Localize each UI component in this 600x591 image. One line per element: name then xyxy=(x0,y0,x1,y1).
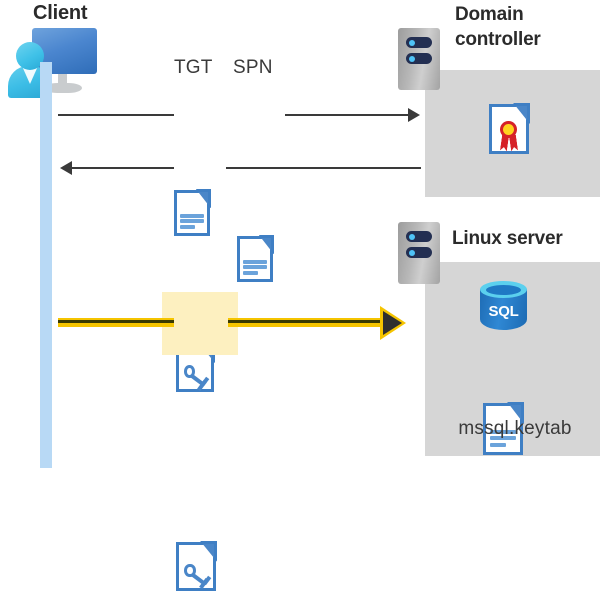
diagram-canvas: Client Domain controller Linux server SQ… xyxy=(8,2,600,591)
sql-database-icon: SQL xyxy=(480,281,527,338)
response-arrow-line-left xyxy=(72,167,174,169)
client-title: Client xyxy=(33,2,88,24)
response-arrow-head xyxy=(60,161,72,175)
domain-controller-server-rack-icon xyxy=(398,28,440,90)
database-top-inner xyxy=(486,285,521,295)
key-ring xyxy=(184,365,195,379)
service-ticket-arrow-line-left xyxy=(58,318,174,327)
linux-server-rack-icon xyxy=(398,222,440,284)
spn-document-icon xyxy=(237,235,274,282)
rack-slot-icon xyxy=(406,37,432,48)
document-text-line xyxy=(490,442,507,447)
ribbon-seal xyxy=(500,121,517,138)
key-icon xyxy=(184,364,210,391)
service-ticket-key-document-icon xyxy=(176,541,217,591)
document-text-line xyxy=(490,436,516,441)
document-text-line xyxy=(180,213,204,218)
monitor-neck-icon xyxy=(58,74,67,86)
client-lifeline xyxy=(40,62,52,468)
monitor-base-icon xyxy=(44,83,82,93)
service-ticket-highlight-box xyxy=(162,292,238,355)
key-icon xyxy=(184,563,211,590)
document-text-line xyxy=(243,265,267,270)
document-text-line xyxy=(180,219,204,224)
response-arrow-line-right xyxy=(226,167,421,169)
tgt-document-icon xyxy=(174,189,211,236)
request-arrow-line-left xyxy=(58,114,174,116)
sql-label: SQL xyxy=(488,303,519,320)
user-computer-icon xyxy=(8,28,100,100)
rack-slot-icon xyxy=(406,231,432,242)
tgt-label: TGT xyxy=(174,57,213,78)
linux-server-title: Linux server xyxy=(452,228,563,249)
rack-slot-icon xyxy=(406,53,432,64)
document-text-line xyxy=(180,224,195,229)
document-text-line xyxy=(490,430,516,435)
request-arrow-line-right xyxy=(285,114,410,116)
certificate-document-icon xyxy=(489,103,530,154)
keytab-filename-label: mssql.keytab xyxy=(458,418,572,439)
rack-slot-icon xyxy=(406,247,432,258)
document-text-line xyxy=(243,270,258,275)
person-head-icon xyxy=(16,42,44,70)
service-ticket-arrow-head xyxy=(383,311,402,335)
request-arrow-head xyxy=(408,108,420,122)
keytab-document-icon xyxy=(483,402,524,455)
document-text-line xyxy=(243,259,267,264)
spn-label: SPN xyxy=(233,57,273,78)
domain-controller-title: Domain controller xyxy=(455,4,541,50)
service-ticket-arrow-line-right xyxy=(228,318,386,327)
